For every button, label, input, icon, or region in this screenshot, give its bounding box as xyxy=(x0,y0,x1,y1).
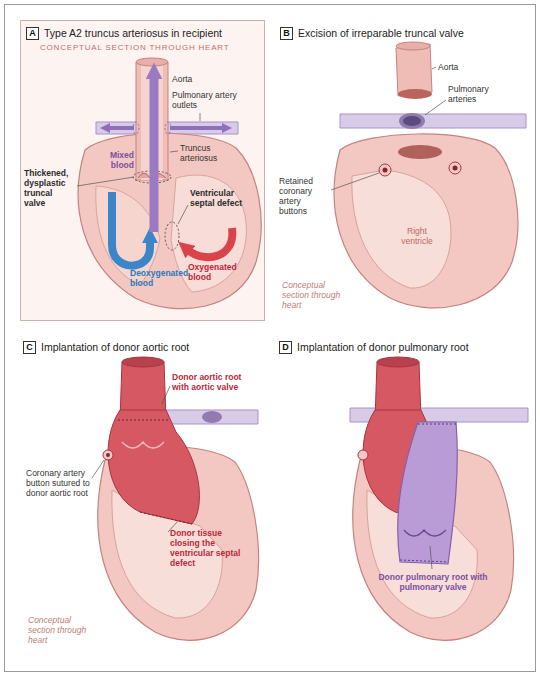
panel-a-heart xyxy=(188,228,232,257)
part-label: Coronary artery button sutured to donor … xyxy=(26,468,90,498)
panel-a-heart xyxy=(108,126,134,130)
panel-heading: C Implantation of donor aortic root xyxy=(23,341,189,354)
part-label: Donor aortic root with aortic valve xyxy=(172,372,258,392)
part-label: Deoxygenated blood xyxy=(130,268,194,288)
panel-a-heart xyxy=(78,133,261,308)
panel-d-heart xyxy=(398,422,458,564)
panel-c-heart xyxy=(202,411,222,423)
panel-c-heart xyxy=(165,410,258,424)
part-label: Ventricular septal defect xyxy=(190,188,248,208)
panel-b-heart xyxy=(379,164,391,176)
section-note: CONCEPTUAL SECTION THROUGH HEART xyxy=(40,43,255,53)
leader-line xyxy=(432,67,436,69)
leader-line xyxy=(430,546,432,569)
part-label: Truncus arteriosus xyxy=(180,143,230,163)
part-label: Mixed blood xyxy=(98,150,134,170)
panel-a-heart xyxy=(170,126,224,130)
heart-with-donor-aorta xyxy=(122,442,164,448)
panel-c-heart xyxy=(98,357,259,640)
panel-a-heart xyxy=(165,222,179,250)
panel-b-heart xyxy=(352,170,451,288)
section-note: Conceptual section through heart xyxy=(282,280,344,310)
part-label: Aorta xyxy=(438,62,478,72)
leader-line xyxy=(162,386,170,404)
panel-a-heart xyxy=(150,76,159,232)
part-label: Pulmonary arteries xyxy=(448,84,510,104)
part-label: Pulmonary artery outlets xyxy=(172,90,238,110)
panel-b-heart xyxy=(403,116,421,126)
panel-letter: A xyxy=(26,27,39,40)
panel-b-heart xyxy=(340,114,526,128)
heart-with-donor-aorta xyxy=(103,450,113,460)
panel-title: Excision of irreparable truncal valve xyxy=(298,27,464,40)
frames xyxy=(5,5,536,672)
panel-b-heart xyxy=(334,134,518,308)
panel-letter: B xyxy=(280,27,293,40)
leader-line xyxy=(170,151,178,152)
heart-with-donor-aorta xyxy=(118,420,168,421)
panel-b-heart xyxy=(334,42,526,308)
part-label: Thickened, dysplastic truncal valve xyxy=(24,168,74,208)
panel-title: Type A2 truncus arteriosus in recipient xyxy=(44,27,222,40)
section-note: Conceptual section through heart xyxy=(28,615,94,645)
panel-d-heart xyxy=(404,530,446,536)
part-label: Retained coronary artery buttons xyxy=(279,176,329,216)
leader-line xyxy=(430,546,432,569)
leader-line xyxy=(331,67,446,190)
leader-line xyxy=(331,173,379,190)
part-label: Aorta xyxy=(172,74,232,84)
leader-line xyxy=(200,113,201,121)
part-label: Donor tissue closing the ventricular sep… xyxy=(170,528,250,568)
heart-with-donor-aorta xyxy=(106,453,110,457)
panel-b-heart xyxy=(398,89,432,99)
panel-b-heart xyxy=(449,162,461,174)
panel-d-heart xyxy=(358,450,368,460)
panel-letter: C xyxy=(23,341,36,354)
panel-title: Implantation of donor pulmonary root xyxy=(297,341,469,354)
panel-d-heart xyxy=(377,357,419,367)
leader-line xyxy=(77,113,200,224)
panel-heading: B Excision of irreparable truncal valve xyxy=(280,27,464,40)
panel-b-heart xyxy=(453,166,458,171)
panel-b-heart xyxy=(399,113,425,129)
panel-title: Implantation of donor aortic root xyxy=(41,341,189,354)
frames xyxy=(5,5,536,672)
panel-a-heart xyxy=(112,192,150,266)
heart-with-donor-aorta xyxy=(140,512,192,524)
panel-b-heart xyxy=(398,145,442,159)
leader-line xyxy=(77,177,134,186)
panel-d-heart xyxy=(400,560,448,562)
heart-with-donor-aorta xyxy=(98,357,259,640)
panel-heading: D Implantation of donor pulmonary root xyxy=(279,341,469,354)
frames xyxy=(21,21,265,321)
panel-letter: D xyxy=(279,341,292,354)
leader-line xyxy=(178,205,188,224)
panel-d-heart xyxy=(418,424,456,425)
part-label: Donor pulmonary root with pulmonary valv… xyxy=(376,572,490,592)
panel-a-heart xyxy=(78,58,261,309)
panel-a-heart xyxy=(136,58,168,66)
heart-with-donor-aorta xyxy=(122,357,164,367)
panel-b-heart xyxy=(396,42,430,50)
heart-with-donor-aorta xyxy=(108,410,199,524)
part-label: Oxygenated blood xyxy=(188,262,240,282)
panel-b-heart xyxy=(396,44,432,96)
panel-d-heart xyxy=(353,357,514,640)
panel-d-heart xyxy=(350,357,528,640)
panel-b-heart xyxy=(383,168,388,173)
leader-line xyxy=(425,100,446,115)
panel-heading: A Type A2 truncus arteriosus in recipient xyxy=(26,27,222,40)
leader-line xyxy=(92,460,104,478)
leader-line xyxy=(92,386,178,532)
part-label: Right ventricle xyxy=(392,226,442,246)
